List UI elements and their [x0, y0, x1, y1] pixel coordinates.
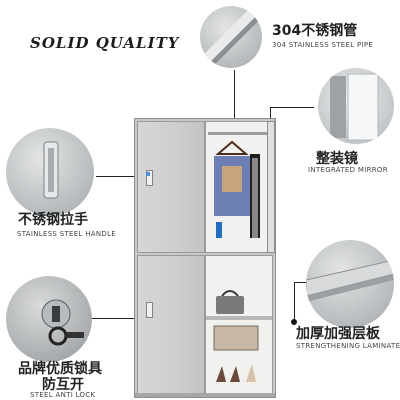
pipe-callout-line: [234, 70, 235, 130]
tote-bag-icon: [213, 325, 259, 351]
lock-detail-icon: [41, 299, 84, 346]
steel-pipe-detail-image: [200, 6, 262, 68]
lock-title-cn-2: 防互开: [42, 377, 84, 393]
mirror-detail-image: [318, 68, 394, 144]
mirror-door: [267, 121, 275, 253]
mirror-title-en: INTEGRATED MIRROR: [308, 166, 388, 174]
mirror-title-cn: 整装镜: [316, 151, 358, 167]
top-left-handle: [146, 170, 153, 186]
shelf-title-cn: 加厚加强层板: [296, 326, 380, 342]
lock-callout-line: [92, 318, 146, 319]
lock-title-cn-1: 品牌优质锁具: [18, 361, 102, 377]
shoes-icon: [216, 364, 256, 382]
hanging-rail: [208, 132, 268, 135]
steel-pipe-detail-icon: [200, 6, 262, 68]
mirror-detail-icon: [330, 73, 379, 141]
lock-title-en: STEEL ANTI LOCK: [30, 391, 96, 399]
shelf-callout-dot: [291, 319, 297, 325]
handle-title-cn: 不锈钢拉手: [18, 212, 88, 228]
hanging-clothes-icon: [214, 140, 260, 238]
handle-detail-image: [6, 128, 94, 216]
top-left-door: [137, 121, 205, 253]
lock-detail-image: [6, 276, 92, 362]
middle-shelf: [206, 316, 272, 320]
pipe-title-cn: 304不锈钢管: [272, 23, 358, 39]
cabinet-base: [135, 393, 275, 397]
handbag-icon: [216, 290, 244, 314]
handle-detail-icon: [43, 141, 59, 199]
shelf-detail-image: [306, 240, 394, 328]
top-left-lock: [146, 172, 150, 176]
bottom-left-handle: [146, 302, 153, 318]
pipe-title-en: 304 STAINLESS STEEL PIPE: [272, 41, 374, 49]
handle-callout-line: [96, 176, 146, 177]
shelf-title-en: STRENGTHENING LAMINATE: [296, 342, 400, 350]
shelf-detail-icon: [306, 259, 394, 302]
headline: SOLID QUALITY: [30, 34, 180, 52]
shelf-callout-line-v: [294, 282, 295, 322]
shelf-callout-line-h: [294, 282, 306, 283]
bottom-left-door: [137, 255, 205, 395]
locker-cabinet: [134, 118, 276, 398]
mirror-callout-line-h: [270, 107, 314, 108]
top-right-compartment: [205, 121, 273, 253]
handle-title-en: STAINLESS STEEL HANDLE: [17, 230, 116, 238]
bottom-right-compartment: [205, 255, 273, 395]
